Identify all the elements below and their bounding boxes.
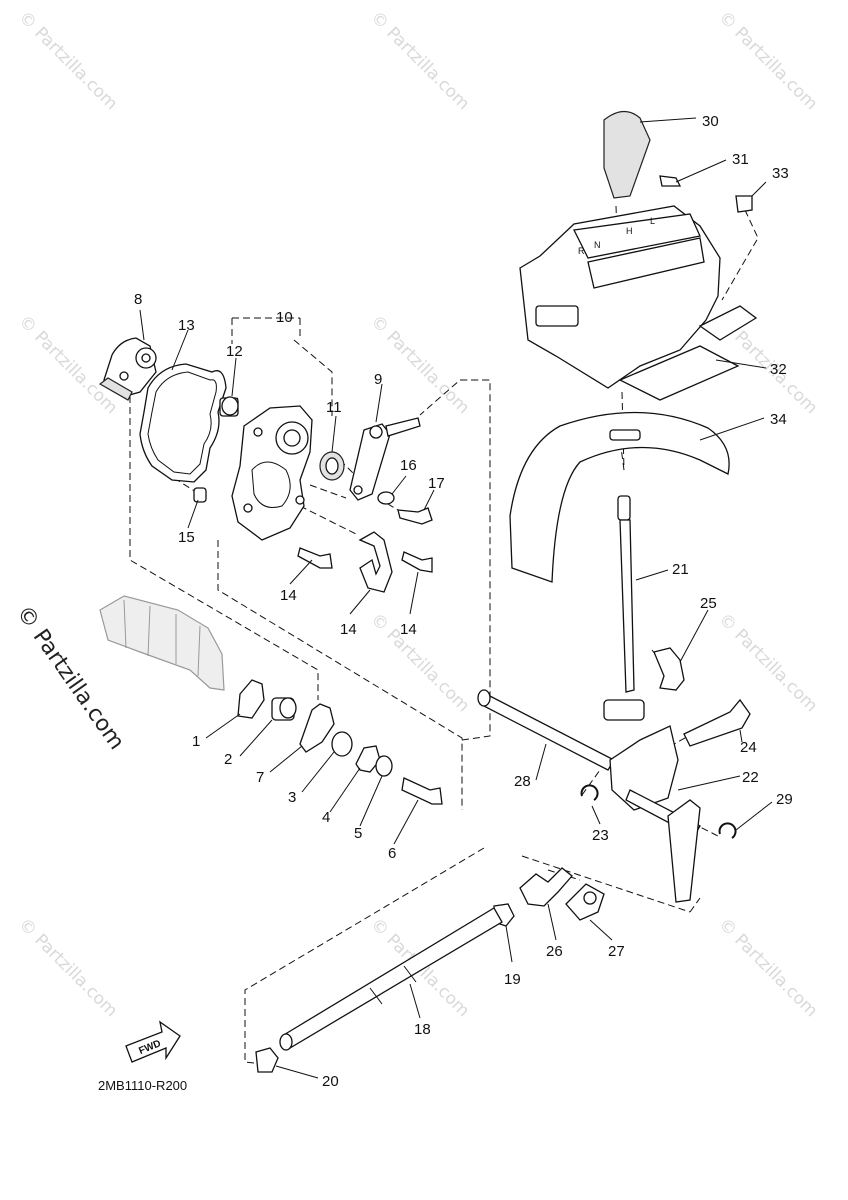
callout-10: 10 (276, 309, 293, 326)
part-5-washer (375, 755, 393, 777)
watermark: © Partzilla.com (14, 311, 121, 418)
callout-28: 27 (608, 943, 625, 960)
shift-gate-letters: R N H L (578, 216, 655, 256)
part-23-bracket (609, 725, 701, 903)
part-14-bolt-a (297, 547, 333, 569)
callout-9: 9 (374, 371, 382, 388)
watermark: © Partzilla.com (714, 7, 821, 114)
callout-32: 31 (732, 151, 749, 168)
callout-8: 8 (134, 291, 142, 308)
part-31-knob (603, 110, 651, 199)
callout-14-b: 14 (400, 621, 417, 638)
gate-letter-h: H (626, 226, 633, 236)
callout-22: 21 (672, 561, 689, 578)
part-3-washer (331, 731, 353, 757)
part-29-shaft (477, 689, 615, 771)
part-24-clip (580, 784, 599, 801)
watermark: © Partzilla.com (14, 7, 121, 114)
callout-7: 7 (256, 769, 264, 786)
callout-17: 16 (400, 457, 417, 474)
part-7-gear (299, 703, 335, 753)
gate-letter-l: L (650, 216, 655, 226)
callout-20: 19 (504, 971, 521, 988)
callout-15: 14 (340, 621, 357, 638)
part-32-screw (659, 175, 682, 187)
callout-3: 3 (288, 789, 296, 806)
callout-1: 1 (192, 733, 200, 750)
part-14-bolt-b (401, 551, 433, 573)
leader-lines (139, 117, 773, 1079)
part-30-clip (718, 822, 737, 839)
callout-4: 4 (322, 809, 330, 826)
callout-labels: 8 13 10 12 9 11 16 17 15 14 14 14 1 2 7 … (134, 113, 793, 1090)
callout-18: 17 (428, 475, 445, 492)
shift-drum (99, 595, 225, 691)
parts-drawings: R N H L (98, 110, 758, 1073)
part-33-console: R N H L (519, 205, 758, 401)
watermark: © Partzilla.com (366, 311, 473, 418)
part-19-rod (279, 907, 503, 1051)
part-13-gasket (139, 363, 227, 483)
part-17-washer (377, 491, 395, 505)
callout-11: 11 (326, 399, 342, 416)
part-9-lever (349, 417, 421, 501)
callout-29: 28 (514, 773, 531, 790)
part-13-gasket-inner (147, 371, 217, 475)
part-28-rod-end (565, 883, 605, 921)
callout-27: 26 (546, 943, 563, 960)
callout-2: 2 (224, 751, 232, 768)
callout-19: 18 (414, 1021, 431, 1038)
callout-6: 6 (388, 845, 396, 862)
callout-12: 12 (226, 343, 243, 360)
watermark: © Partzilla.com (14, 914, 121, 1021)
watermark: © Partzilla.com (714, 609, 821, 716)
callout-21: 20 (322, 1073, 339, 1090)
part-10-cover (231, 405, 313, 541)
callout-34: 33 (772, 165, 789, 182)
watermark: © Partzilla.com (366, 7, 473, 114)
part-22-shift-rod (603, 495, 645, 721)
watermark: © Partzilla.com (366, 609, 473, 716)
callout-26: 25 (700, 595, 717, 612)
part-34-bolt (735, 195, 753, 213)
part-25-bolt (683, 698, 751, 747)
callout-13: 13 (178, 317, 195, 334)
part-27-stud (519, 867, 573, 907)
part-35-shield (509, 411, 730, 583)
callout-14-a: 14 (280, 587, 297, 604)
callout-24: 23 (592, 827, 609, 844)
part-1-segment (237, 679, 265, 719)
gate-letter-n: N (594, 240, 601, 250)
gate-letter-r: R (578, 246, 585, 256)
callout-33: 32 (770, 361, 787, 378)
part-18-bolt (397, 507, 433, 525)
part-8-shift-arm (98, 337, 157, 401)
part-6-bolt (401, 777, 443, 805)
callout-31: 30 (702, 113, 719, 130)
part-26-clip (653, 647, 685, 691)
diagram-code: 2MB1110-R200 (98, 1078, 187, 1093)
part-11-seal (319, 451, 345, 481)
watermark: © Partzilla.com (714, 914, 821, 1021)
part-16-pin (193, 487, 207, 503)
callout-23: 22 (742, 769, 759, 786)
part-2-collar (271, 697, 297, 721)
callout-25: 24 (740, 739, 757, 756)
callout-16: 15 (178, 529, 195, 546)
callout-30: 29 (776, 791, 793, 808)
part-12-bushing (219, 396, 239, 417)
part-15-clip (358, 531, 393, 593)
callout-5: 5 (354, 825, 362, 842)
callout-35: 34 (770, 411, 787, 428)
part-21-nut (255, 1047, 279, 1073)
fwd-arrow-icon: FWD (125, 1020, 181, 1063)
